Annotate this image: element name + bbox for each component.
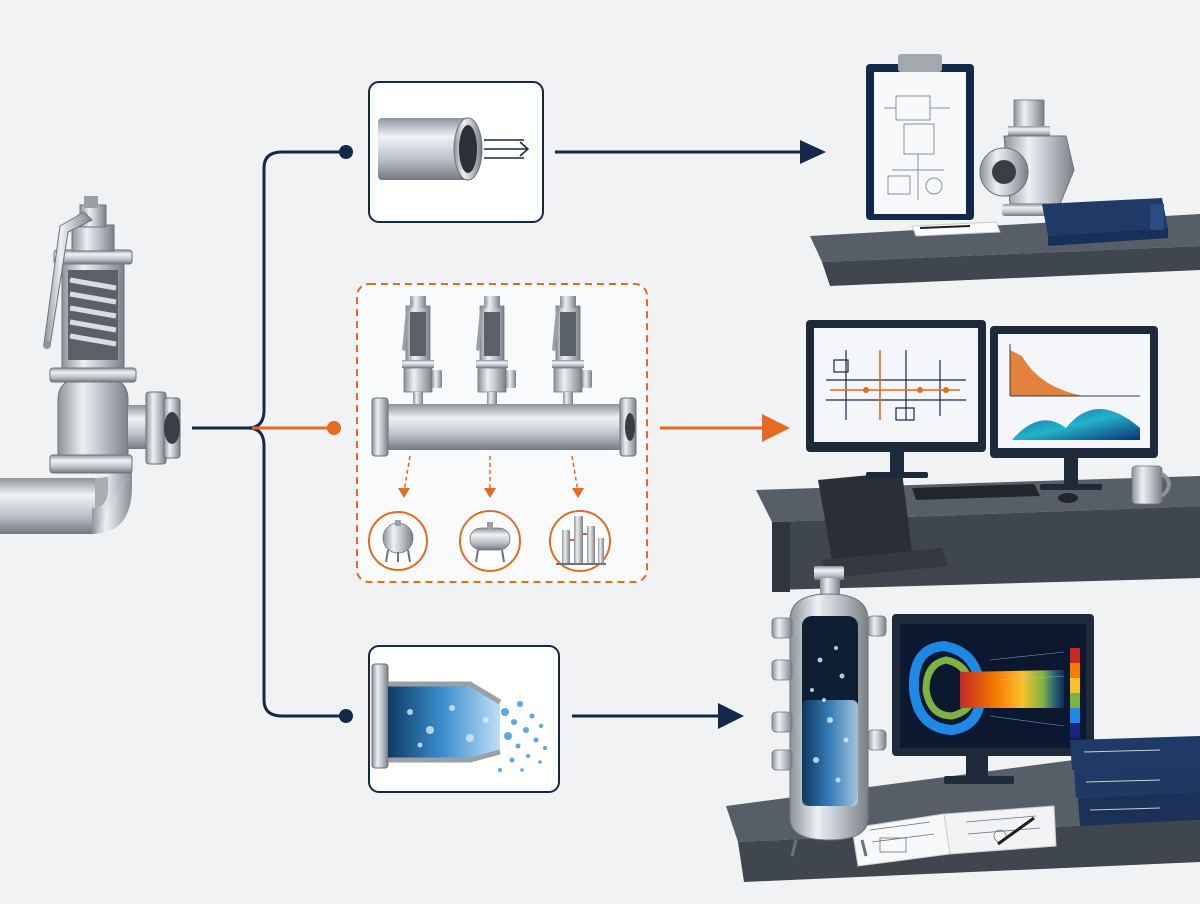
cfd-color-swatch — [1070, 723, 1080, 739]
two-phase-pipe-icon — [371, 663, 547, 772]
connector-network — [192, 140, 826, 729]
cfd-color-bar — [1070, 648, 1080, 739]
clipboard-valve-desk-icon — [810, 54, 1200, 286]
refinery-column-icon — [549, 510, 611, 572]
relief-valve-icon — [0, 196, 181, 534]
branch-bottom-node — [339, 709, 353, 723]
branch-middle-node — [327, 421, 341, 435]
cfd-color-swatch — [1070, 663, 1080, 679]
manifold-sizing-card — [356, 283, 648, 583]
mini-valve-3 — [552, 296, 592, 404]
two-phase-flow-card — [368, 645, 560, 793]
mini-valve-1 — [402, 296, 442, 404]
arrow-top-head — [800, 140, 826, 164]
cfd-color-swatch — [1070, 693, 1080, 709]
horizontal-vessel-icon — [459, 510, 521, 572]
pipe-discharge-icon — [378, 117, 530, 181]
book-stack — [1070, 736, 1200, 826]
valve-manifold-icon — [371, 296, 637, 498]
cfd-color-swatch — [1070, 678, 1080, 694]
reaction-force-card — [368, 81, 544, 223]
arrow-middle-head — [762, 414, 790, 442]
cfd-color-swatch — [1070, 648, 1080, 664]
mini-valve-2 — [476, 296, 516, 404]
droplet-spray — [498, 701, 547, 772]
dual-monitor-workstation-icon — [756, 320, 1200, 592]
arrow-bottom-head — [718, 703, 744, 729]
separator-cfd-monitor-icon — [726, 566, 1200, 882]
branch-top-node — [339, 145, 353, 159]
branch-bottom — [247, 426, 344, 718]
cfd-color-swatch — [1070, 708, 1080, 724]
sphere-tank-icon — [368, 511, 428, 571]
branch-top — [247, 150, 344, 430]
